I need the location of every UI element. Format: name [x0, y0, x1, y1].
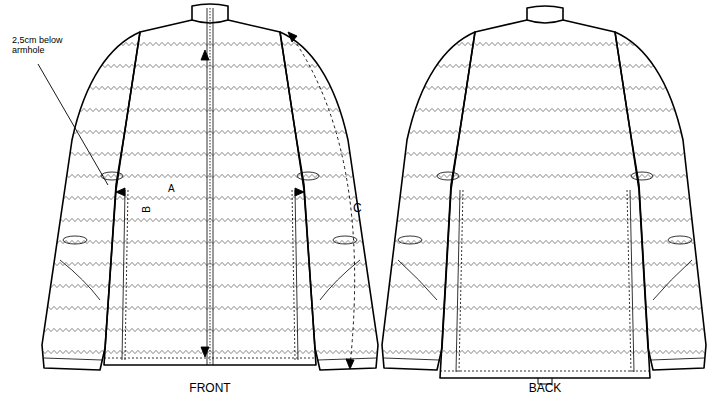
stitch-line [30, 152, 711, 155]
stitch-line [30, 196, 711, 199]
stitch-line [30, 240, 711, 243]
stitch-line [30, 350, 711, 353]
stitch-line [30, 130, 711, 133]
right-sleeve [280, 32, 378, 370]
view-title: FRONT [189, 382, 230, 395]
left-sleeve [42, 32, 140, 370]
stitch-line [30, 262, 711, 265]
back-left-sleeve [382, 32, 475, 370]
seams [44, 8, 704, 372]
stitch-line [30, 218, 711, 221]
stitch-line [30, 42, 711, 45]
dimension-marks [38, 32, 355, 369]
dimension-letter: B [141, 206, 152, 213]
view-title: BACK [529, 382, 562, 395]
note-text: 2,5cm below armhole [12, 36, 74, 56]
back-body [440, 20, 650, 378]
dimension-letter: A [168, 183, 175, 194]
stitch-line [30, 306, 711, 309]
dimension-letter: C [353, 202, 362, 215]
stitch-line [30, 328, 711, 331]
jacket-outline [42, 4, 706, 384]
quilt-stitching [30, 42, 711, 353]
stitch-line [30, 108, 711, 111]
stitch-line [30, 284, 711, 287]
back-collar [527, 6, 563, 23]
stitch-line [30, 64, 711, 67]
stitch-line [30, 174, 711, 177]
back-right-sleeve [615, 32, 706, 370]
